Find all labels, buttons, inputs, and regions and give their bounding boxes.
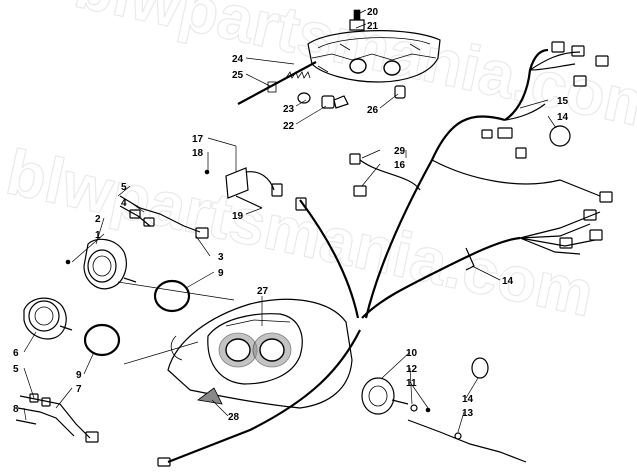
clamp-upper bbox=[549, 125, 571, 147]
callout-24: 24 bbox=[232, 54, 244, 65]
callout-11: 11 bbox=[406, 378, 417, 389]
callout-4: 4 bbox=[121, 198, 127, 209]
speedometer bbox=[65, 238, 137, 290]
wire-harness bbox=[157, 41, 613, 467]
callout-26: 26 bbox=[367, 105, 379, 116]
callout-8: 8 bbox=[13, 404, 19, 415]
callout-1: 1 bbox=[95, 230, 101, 241]
callout-14-lower: 14 bbox=[462, 394, 474, 405]
callout-18: 18 bbox=[192, 148, 204, 159]
watermark-text-middle: blwpartsmania.com bbox=[1, 136, 600, 331]
callout-14-middle: 14 bbox=[502, 276, 514, 287]
callout-19: 19 bbox=[232, 211, 244, 222]
callout-14-upper: 14 bbox=[557, 112, 569, 123]
callout-28: 28 bbox=[228, 412, 240, 423]
callout-13: 13 bbox=[462, 408, 474, 419]
ignition-switch bbox=[361, 377, 527, 463]
callout-5-upper: 5 bbox=[121, 182, 127, 193]
callout-leaders bbox=[23, 9, 557, 433]
callout-29: 29 bbox=[394, 146, 406, 157]
callout-21: 21 bbox=[367, 21, 379, 32]
callout-9-lower: 9 bbox=[76, 370, 82, 381]
callout-3: 3 bbox=[218, 252, 224, 263]
dash-panel bbox=[167, 298, 353, 409]
gauge-wiring-lower bbox=[15, 393, 99, 443]
callout-23: 23 bbox=[283, 104, 295, 115]
callout-10: 10 bbox=[406, 348, 418, 359]
callout-22: 22 bbox=[283, 121, 295, 132]
callout-6: 6 bbox=[13, 348, 19, 359]
callout-27: 27 bbox=[257, 286, 269, 297]
callout-5-lower: 5 bbox=[13, 364, 19, 375]
adjusting-screw bbox=[237, 61, 317, 105]
callouts: 20 21 24 25 23 22 26 15 14 17 18 19 29 1… bbox=[13, 7, 569, 423]
callout-7: 7 bbox=[76, 384, 82, 395]
gauge-ring-upper bbox=[153, 279, 191, 313]
decal bbox=[197, 387, 223, 405]
callout-2: 2 bbox=[95, 214, 101, 225]
callout-12: 12 bbox=[406, 364, 418, 375]
tachometer bbox=[23, 297, 73, 340]
gauge-leader-lines bbox=[117, 281, 235, 365]
callout-17: 17 bbox=[192, 134, 204, 145]
clamp-lower bbox=[471, 357, 489, 379]
gauge-ring-lower bbox=[83, 323, 121, 357]
callout-25: 25 bbox=[232, 70, 244, 81]
callout-15: 15 bbox=[557, 96, 569, 107]
callout-9-upper: 9 bbox=[218, 268, 224, 279]
headlight-bulbs bbox=[297, 85, 406, 109]
headlight-assembly bbox=[307, 9, 441, 83]
clamp-middle bbox=[465, 247, 475, 271]
callout-20: 20 bbox=[367, 7, 379, 18]
callout-16: 16 bbox=[394, 160, 406, 171]
